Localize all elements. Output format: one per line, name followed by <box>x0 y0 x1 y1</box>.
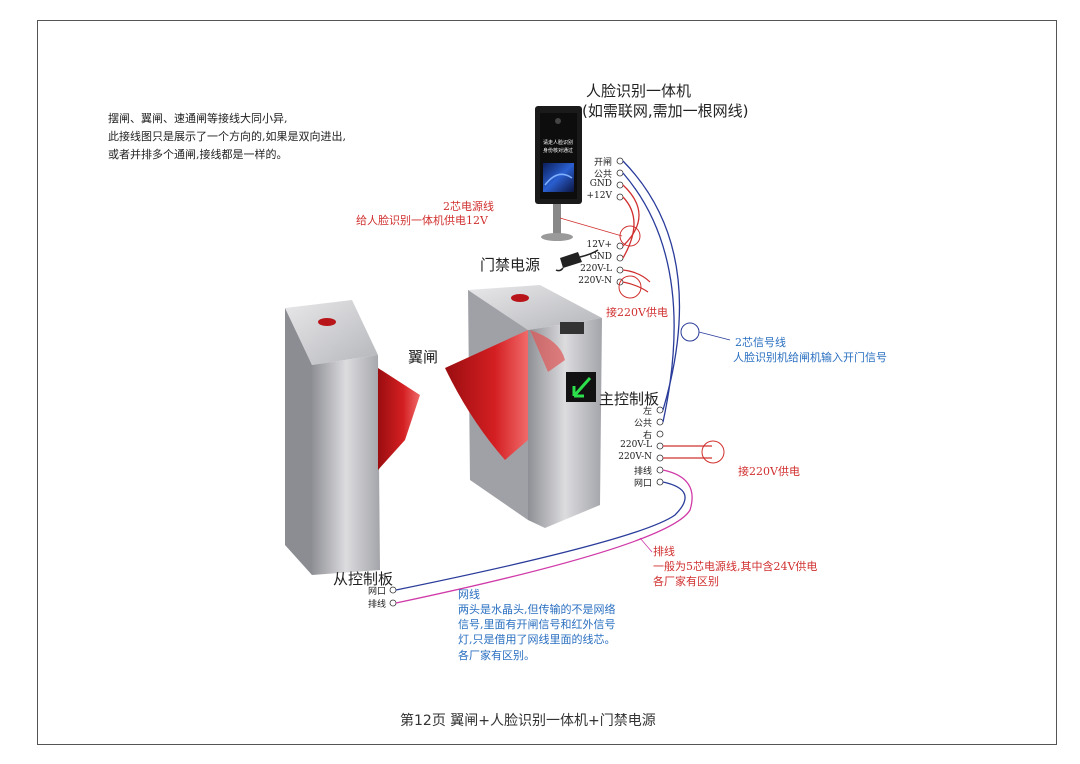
terminal-dots <box>389 157 664 607</box>
supply-220-marker-b <box>701 440 725 464</box>
net-desc-2: 信号,里面有开闸信号和红外信号 <box>458 618 616 631</box>
face-terminal-gnd: GND <box>589 179 612 189</box>
open-signal-wire <box>622 160 681 411</box>
common-signal-wire <box>622 172 675 423</box>
camera-icon <box>555 118 561 124</box>
right-wing-flap <box>445 330 528 460</box>
power-wire-marker <box>619 225 641 247</box>
wing-gate-label: 翼闸 <box>408 348 439 366</box>
main-terminal-220n: 220V-N <box>618 452 652 462</box>
face-terminal-common: 公共 <box>593 170 612 180</box>
slave-terminal-flat: 排线 <box>367 600 386 610</box>
supply-terminal-220l: 220V-L <box>580 264 612 274</box>
signal-wire-title: 2芯信号线 <box>735 336 786 349</box>
slave-terminal-net: 网口 <box>367 587 386 597</box>
left-wing-flap <box>378 368 420 470</box>
supply-terminal-gnd: GND <box>589 252 612 262</box>
page-border <box>37 20 1057 745</box>
main-terminal-220l: 220V-L <box>620 440 652 450</box>
arrow-icon <box>572 377 592 398</box>
supply-terminal-220n: 220V-N <box>578 276 612 286</box>
face-unit-title: 人脸识别一体机 <box>586 82 692 100</box>
gnd-wire <box>622 184 640 247</box>
main-terminal-net: 网口 <box>633 479 652 489</box>
network-cable-wire <box>395 481 686 591</box>
net-title: 网线 <box>458 588 480 601</box>
power-wire-desc: 给人脸识别一体机供电12V <box>356 214 488 227</box>
face-terminal-open: 开闸 <box>593 158 612 168</box>
screen-text-1: 请走人脸识别 <box>543 140 574 146</box>
flat-cable-desc-1: 一般为5芯电源线,其中含24V供电 <box>653 560 818 573</box>
power-adapter-icon <box>555 249 599 272</box>
terminal-pole <box>553 202 561 236</box>
flat-cable-desc-2: 各厂家有区别 <box>653 575 719 588</box>
intro-line-2: 此接线图只是展示了一个方向的,如果是双向进出, <box>108 130 346 143</box>
supply-220-a-label: 接220V供电 <box>606 306 668 319</box>
power-wire-title: 2芯电源线 <box>443 200 494 213</box>
face-terminal-12v: +12V <box>586 191 613 201</box>
terminal-screen <box>543 163 574 192</box>
main-terminal-right: 右 <box>642 431 652 441</box>
net-desc-3: 灯,只是借用了网线里面的线芯。 <box>458 633 616 646</box>
left-indicator-light <box>318 318 336 326</box>
card-reader <box>560 322 584 334</box>
right-indicator-light <box>511 294 529 302</box>
net-desc-1: 两头是水晶头,但传输的不是网络 <box>458 603 616 616</box>
main-terminal-left: 左 <box>642 407 652 417</box>
power-supply-title: 门禁电源 <box>480 256 541 274</box>
net-desc-4: 各厂家有区别。 <box>458 649 535 662</box>
supply-terminal-12v: 12V+ <box>586 240 613 250</box>
page-caption: 第12页 翼闸+人脸识别一体机+门禁电源 <box>400 713 656 729</box>
terminal-base <box>541 233 573 241</box>
signal-wire-desc: 人脸识别机给闸机输入开门信号 <box>733 351 887 364</box>
main-terminal-common: 公共 <box>633 419 652 429</box>
signal-wire-marker <box>680 322 700 342</box>
screen-text-2: 身份核对通过 <box>543 148 574 154</box>
intro-line-3: 或者并排多个通闸,接线都是一样的。 <box>108 148 288 161</box>
12v-wire <box>622 196 635 259</box>
slave-board-title: 从控制板 <box>333 570 394 588</box>
flat-cable-title: 排线 <box>653 545 675 558</box>
supply-220-b-label: 接220V供电 <box>738 465 800 478</box>
left-gate-cabinet <box>285 300 380 575</box>
intro-line-1: 摆闸、翼闸、速通闸等接线大同小异, <box>108 112 288 125</box>
flat-cable-wire <box>395 469 693 604</box>
supply-220-marker-a <box>618 275 642 299</box>
face-unit-subtitle: (如需联网,需加一根网线) <box>582 102 749 120</box>
main-terminal-flat: 排线 <box>633 467 652 477</box>
face-recognition-terminal <box>535 106 582 241</box>
main-board-title: 主控制板 <box>599 390 660 408</box>
